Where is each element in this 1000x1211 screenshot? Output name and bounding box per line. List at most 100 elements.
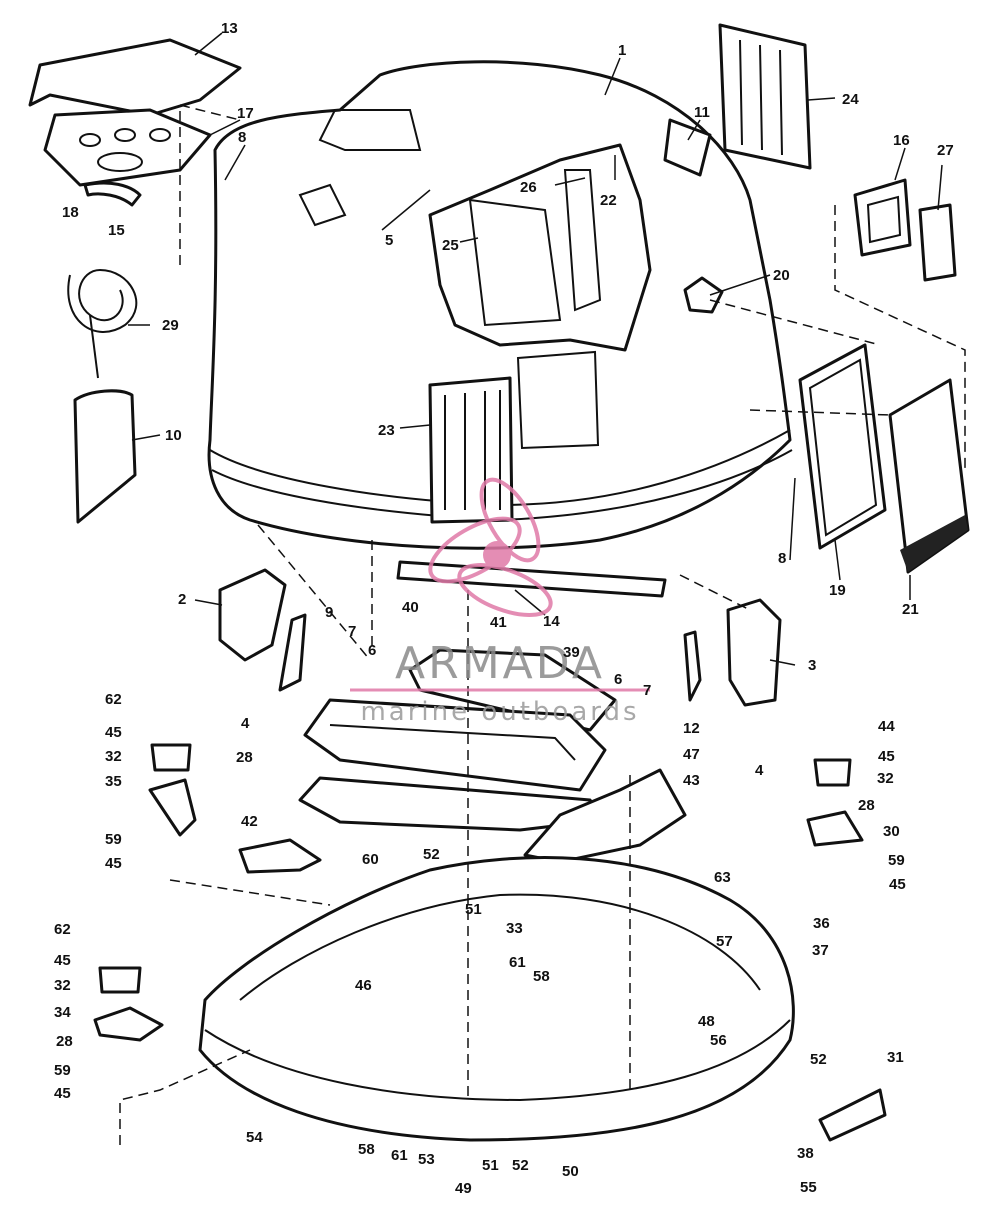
callout-6: 6 [614,671,622,688]
callout-1: 1 [618,42,626,59]
callout-45: 45 [105,724,122,741]
callout-4: 4 [241,715,250,732]
lower-pan [198,856,795,1142]
callout-14: 14 [543,613,560,630]
callout-45: 45 [54,1085,71,1102]
callout-51: 51 [465,901,482,918]
callout-24: 24 [842,91,859,108]
callout-5: 5 [385,232,393,249]
callout-59: 59 [105,831,122,848]
callout-7: 7 [348,623,356,640]
callout-49: 49 [455,1180,472,1197]
callout-30: 30 [883,823,900,840]
callout-46: 46 [355,977,372,994]
callout-17: 17 [237,105,254,122]
propeller-logo-icon [428,477,553,617]
callout-13: 13 [221,20,238,37]
callout-47: 47 [683,746,700,763]
callout-19: 19 [829,582,846,599]
callout-52: 52 [423,846,440,863]
accessory-parts [67,268,138,524]
callout-50: 50 [562,1163,579,1180]
callout-39: 39 [563,644,580,661]
callout-36: 36 [813,915,830,932]
callout-25: 25 [442,237,459,254]
callout-23: 23 [378,422,395,439]
callout-15: 15 [108,222,125,239]
lower-gasket-assembly [298,648,687,864]
callout-45: 45 [889,876,906,893]
mount-brackets [218,568,782,707]
callout-51: 51 [482,1157,499,1174]
callout-52: 52 [810,1051,827,1068]
callout-32: 32 [54,977,71,994]
callout-59: 59 [54,1062,71,1079]
callout-2: 2 [178,591,186,608]
callout-29: 29 [162,317,179,334]
callout-31: 31 [887,1049,904,1066]
callout-11: 11 [694,104,710,121]
watermark-brand: ARMADA [395,638,605,689]
callout-22: 22 [600,192,617,209]
callout-labels: 1 2 3 4 4 5 6 6 7 7 8 8 9 10 11 12 13 14… [54,20,954,1197]
callout-8: 8 [238,129,246,146]
callout-4: 4 [755,762,764,779]
callout-45: 45 [105,855,122,872]
callout-28: 28 [236,749,253,766]
callout-33: 33 [506,920,523,937]
callout-10: 10 [165,427,182,444]
callout-28: 28 [56,1033,73,1050]
callout-7: 7 [643,682,651,699]
callout-59: 59 [888,852,905,869]
callout-35: 35 [105,773,122,790]
callout-62: 62 [54,921,71,938]
callout-41: 41 [490,614,507,631]
callout-58: 58 [358,1141,375,1158]
callout-21: 21 [902,601,919,618]
vent-grille-assembly [718,23,957,282]
callout-12: 12 [683,720,700,737]
callout-54: 54 [246,1129,263,1146]
callout-44: 44 [878,718,895,735]
engine-cover-hood [207,60,793,550]
callout-9: 9 [325,604,333,621]
side-panel-assembly [798,343,970,574]
callout-45: 45 [878,748,895,765]
callout-56: 56 [710,1032,727,1049]
mount-hardware [93,743,887,1142]
callout-16: 16 [893,132,910,149]
callout-48: 48 [698,1013,715,1030]
callout-61: 61 [509,954,526,971]
callout-62: 62 [105,691,122,708]
top-cap-assembly [28,38,242,207]
callout-57: 57 [716,933,733,950]
watermark: ARMADA marine outboards [350,477,650,727]
callout-43: 43 [683,772,700,789]
callout-28: 28 [858,797,875,814]
assembly-lines [119,104,966,1145]
callout-37: 37 [812,942,829,959]
callout-61: 61 [391,1147,408,1164]
callout-3: 3 [808,657,816,674]
callout-52: 52 [512,1157,529,1174]
callout-32: 32 [105,748,122,765]
callout-18: 18 [62,204,79,221]
callout-6: 6 [368,642,376,659]
callout-8: 8 [778,550,786,567]
callout-55: 55 [800,1179,817,1196]
callout-40: 40 [402,599,419,616]
callout-53: 53 [418,1151,435,1168]
callout-32: 32 [877,770,894,787]
callout-27: 27 [937,142,954,159]
callout-42: 42 [241,813,258,830]
callout-45: 45 [54,952,71,969]
callout-58: 58 [533,968,550,985]
callout-34: 34 [54,1004,71,1021]
watermark-tagline: marine outboards [360,697,639,727]
callout-26: 26 [520,179,537,196]
callout-20: 20 [773,267,790,284]
callout-63: 63 [714,869,731,886]
callout-38: 38 [797,1145,814,1162]
callout-60: 60 [362,851,379,868]
